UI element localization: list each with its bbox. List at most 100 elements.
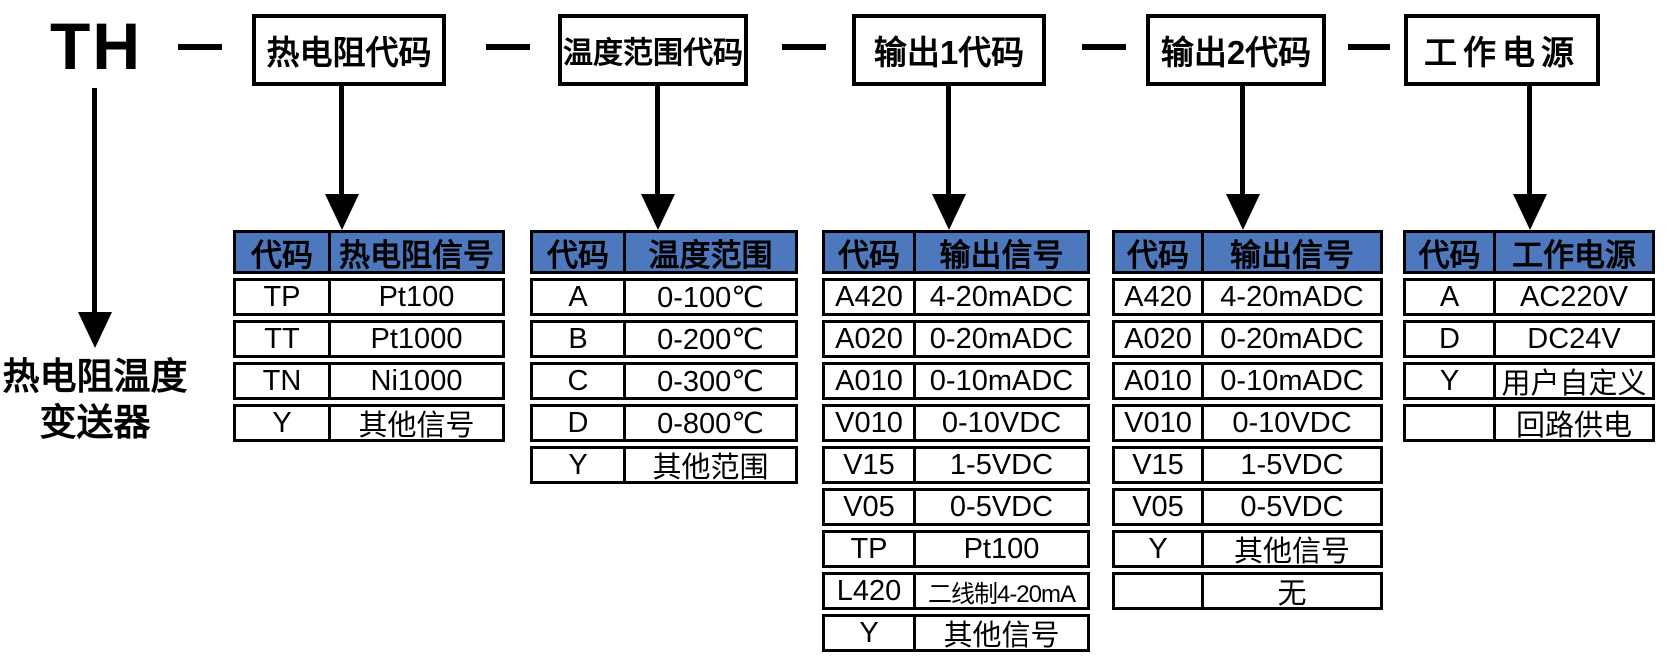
data-cell: A010 xyxy=(822,362,916,400)
data-cell: TN xyxy=(233,362,331,400)
data-cell: 0-5VDC xyxy=(913,488,1090,526)
separator-dash xyxy=(1082,44,1126,50)
model-prefix: TH xyxy=(50,9,142,83)
data-cell: A020 xyxy=(822,320,916,358)
table-header-row: 代码输出信号 xyxy=(1112,230,1383,274)
data-cell: 用户自定义 xyxy=(1493,362,1655,400)
data-cell: V15 xyxy=(822,446,916,484)
field-box-output2-code: 输出2代码 xyxy=(1146,14,1326,86)
header-cell: 输出信号 xyxy=(1201,230,1383,274)
data-cell: L420 xyxy=(822,572,916,610)
field-box-rtd-code: 热电阻代码 xyxy=(252,14,446,86)
data-cell: DC24V xyxy=(1493,320,1655,358)
data-cell: 0-20mADC xyxy=(913,320,1090,358)
data-cell: 二线制4-20mA xyxy=(913,572,1090,610)
data-cell: A020 xyxy=(1112,320,1204,358)
header-cell: 温度范围 xyxy=(623,230,798,274)
table-header-row: 代码工作电源 xyxy=(1403,230,1655,274)
header-cell: 热电阻信号 xyxy=(328,230,505,274)
data-cell: Pt100 xyxy=(328,278,505,316)
data-cell: Pt100 xyxy=(913,530,1090,568)
product-caption-line1: 热电阻温度 xyxy=(2,356,188,397)
data-cell: 无 xyxy=(1201,572,1383,610)
data-cell: 0-10mADC xyxy=(1201,362,1383,400)
header-cell: 代码 xyxy=(1112,230,1204,274)
table-header-row: 代码温度范围 xyxy=(530,230,798,274)
data-cell: 0-100℃ xyxy=(623,278,798,316)
data-cell: A420 xyxy=(822,278,916,316)
data-cell: 回路供电 xyxy=(1493,404,1655,442)
data-cell: 0-300℃ xyxy=(623,362,798,400)
separator-dash xyxy=(178,44,222,50)
header-cell: 输出信号 xyxy=(913,230,1090,274)
data-cell: A420 xyxy=(1112,278,1204,316)
down-arrow-power xyxy=(1513,86,1547,230)
data-cell: 0-10VDC xyxy=(1201,404,1383,442)
table-header-row: 代码热电阻信号 xyxy=(233,230,505,274)
table-header-row: 代码输出信号 xyxy=(822,230,1090,274)
product-caption-line2: 变送器 xyxy=(39,402,151,443)
data-cell: 4-20mADC xyxy=(1201,278,1383,316)
data-cell: A xyxy=(530,278,626,316)
data-cell: TT xyxy=(233,320,331,358)
data-cell: Y xyxy=(822,614,916,652)
data-cell: Ni1000 xyxy=(328,362,505,400)
field-box-temp-range-code: 温度范围代码 xyxy=(558,14,748,86)
data-cell: 其他信号 xyxy=(1201,530,1383,568)
data-cell: 4-20mADC xyxy=(913,278,1090,316)
data-cell: A010 xyxy=(1112,362,1204,400)
data-cell: Y xyxy=(233,404,331,442)
data-cell: TP xyxy=(822,530,916,568)
down-arrow-rtd xyxy=(325,86,359,230)
data-cell: 其他信号 xyxy=(328,404,505,442)
field-box-power-supply: 工作电源 xyxy=(1404,14,1600,86)
data-cell: 其他范围 xyxy=(623,446,798,484)
separator-dash xyxy=(1348,44,1390,50)
data-cell xyxy=(1112,572,1204,610)
header-cell: 工作电源 xyxy=(1493,230,1655,274)
data-cell: AC220V xyxy=(1493,278,1655,316)
data-cell: D xyxy=(530,404,626,442)
data-cell: V05 xyxy=(1112,488,1204,526)
product-caption: 热电阻温度 变送器 xyxy=(0,354,190,446)
data-cell xyxy=(1403,404,1496,442)
data-cell: A xyxy=(1403,278,1496,316)
data-cell: V010 xyxy=(822,404,916,442)
header-cell: 代码 xyxy=(530,230,626,274)
data-cell: 0-10VDC xyxy=(913,404,1090,442)
data-cell: V05 xyxy=(822,488,916,526)
table-row: 回路供电 xyxy=(1403,404,1655,442)
data-cell: 1-5VDC xyxy=(913,446,1090,484)
data-cell: V010 xyxy=(1112,404,1204,442)
data-cell: 0-200℃ xyxy=(623,320,798,358)
header-cell: 代码 xyxy=(1403,230,1496,274)
down-arrow-output1 xyxy=(932,86,966,230)
data-cell: Y xyxy=(530,446,626,484)
data-cell: Pt1000 xyxy=(328,320,505,358)
